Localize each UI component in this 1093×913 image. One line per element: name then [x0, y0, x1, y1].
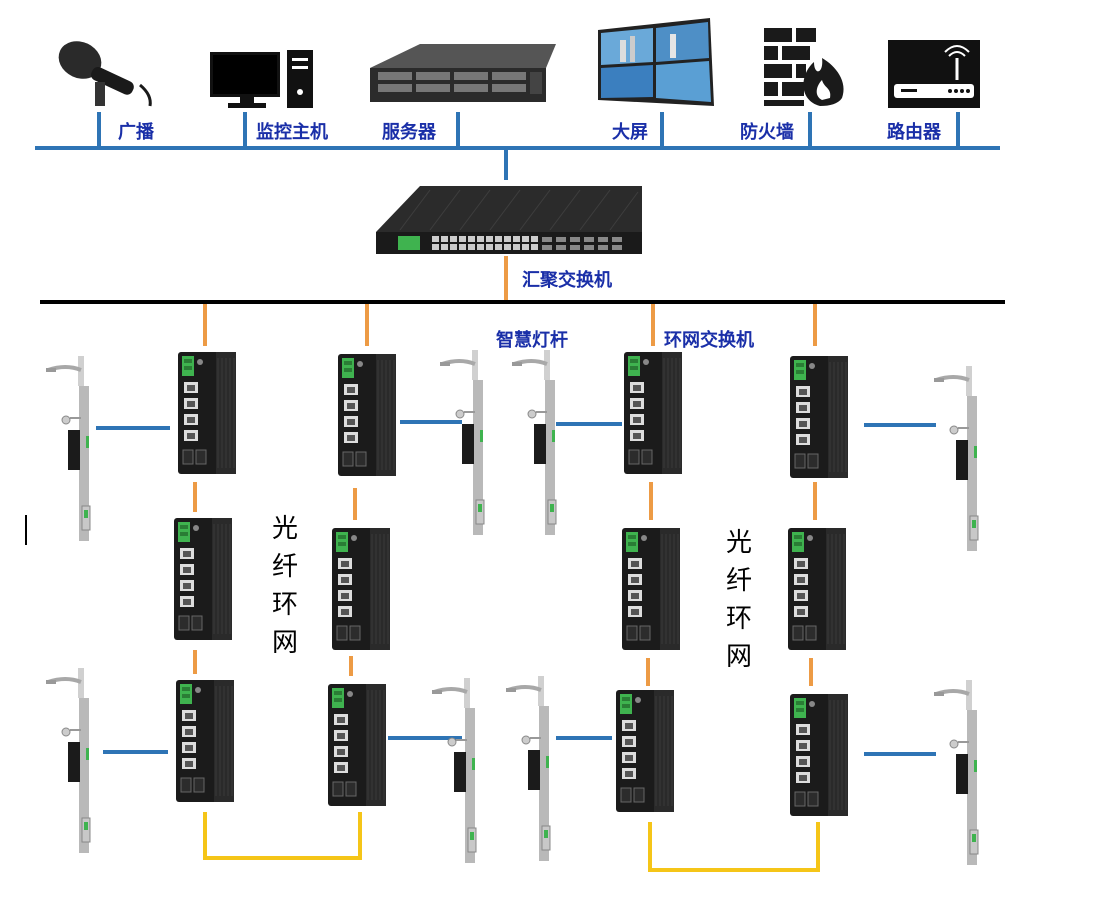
big-screen-label: 大屏 [612, 122, 648, 143]
ring-switch-icon [173, 517, 233, 641]
fiber-links-orange [193, 304, 817, 686]
ring-switch-label: 环网交换机 [664, 330, 754, 351]
firewall-label: 防火墙 [740, 122, 794, 143]
ring-switch-icon [621, 527, 681, 651]
smart-pole-icon [44, 666, 92, 855]
ring-switch-icon [615, 689, 675, 813]
router-label: 路由器 [887, 122, 941, 143]
device-drop-lines [97, 112, 960, 180]
ring-switch-icon [331, 527, 391, 651]
smart-pole-label: 智慧灯杆 [496, 330, 568, 351]
pole-links-blue [96, 420, 936, 756]
computer-icon [210, 50, 313, 108]
server-label: 服务器 [382, 122, 436, 143]
ring-switch-icon [789, 355, 849, 479]
fiber-ring-label-right: 光 纤 环 网 [725, 528, 752, 672]
smart-pole-icon [932, 678, 980, 867]
fiber-ring-label-left: 光 纤 环 网 [271, 514, 298, 658]
ring-switch-icon [787, 527, 847, 651]
aggregation-switch-icon [376, 186, 642, 254]
ring-switch-icon [337, 353, 397, 477]
ring-switch-icon [789, 693, 849, 817]
smart-pole-icon [438, 348, 486, 537]
ring-switch-icon [175, 679, 235, 803]
smart-pole-icon [510, 348, 558, 537]
broadcast-label: 广播 [118, 122, 154, 143]
smart-pole-icon [504, 674, 552, 863]
ring-switch-icon [177, 351, 237, 475]
smart-pole-icon [430, 676, 478, 865]
firewall-icon [764, 28, 844, 106]
server-icon [370, 44, 556, 102]
aggregation-switch-label: 汇聚交换机 [522, 270, 612, 291]
smart-pole-icon [44, 354, 92, 543]
smart-pole-icon [932, 364, 980, 553]
ring-switch-icon [327, 683, 387, 807]
video-wall-icon [598, 18, 714, 106]
fiber-links-yellow [203, 812, 820, 872]
microphone-icon [58, 41, 152, 107]
router-icon [888, 40, 980, 108]
ring-switch-icon [623, 351, 683, 475]
monitor-host-label: 监控主机 [256, 122, 328, 143]
